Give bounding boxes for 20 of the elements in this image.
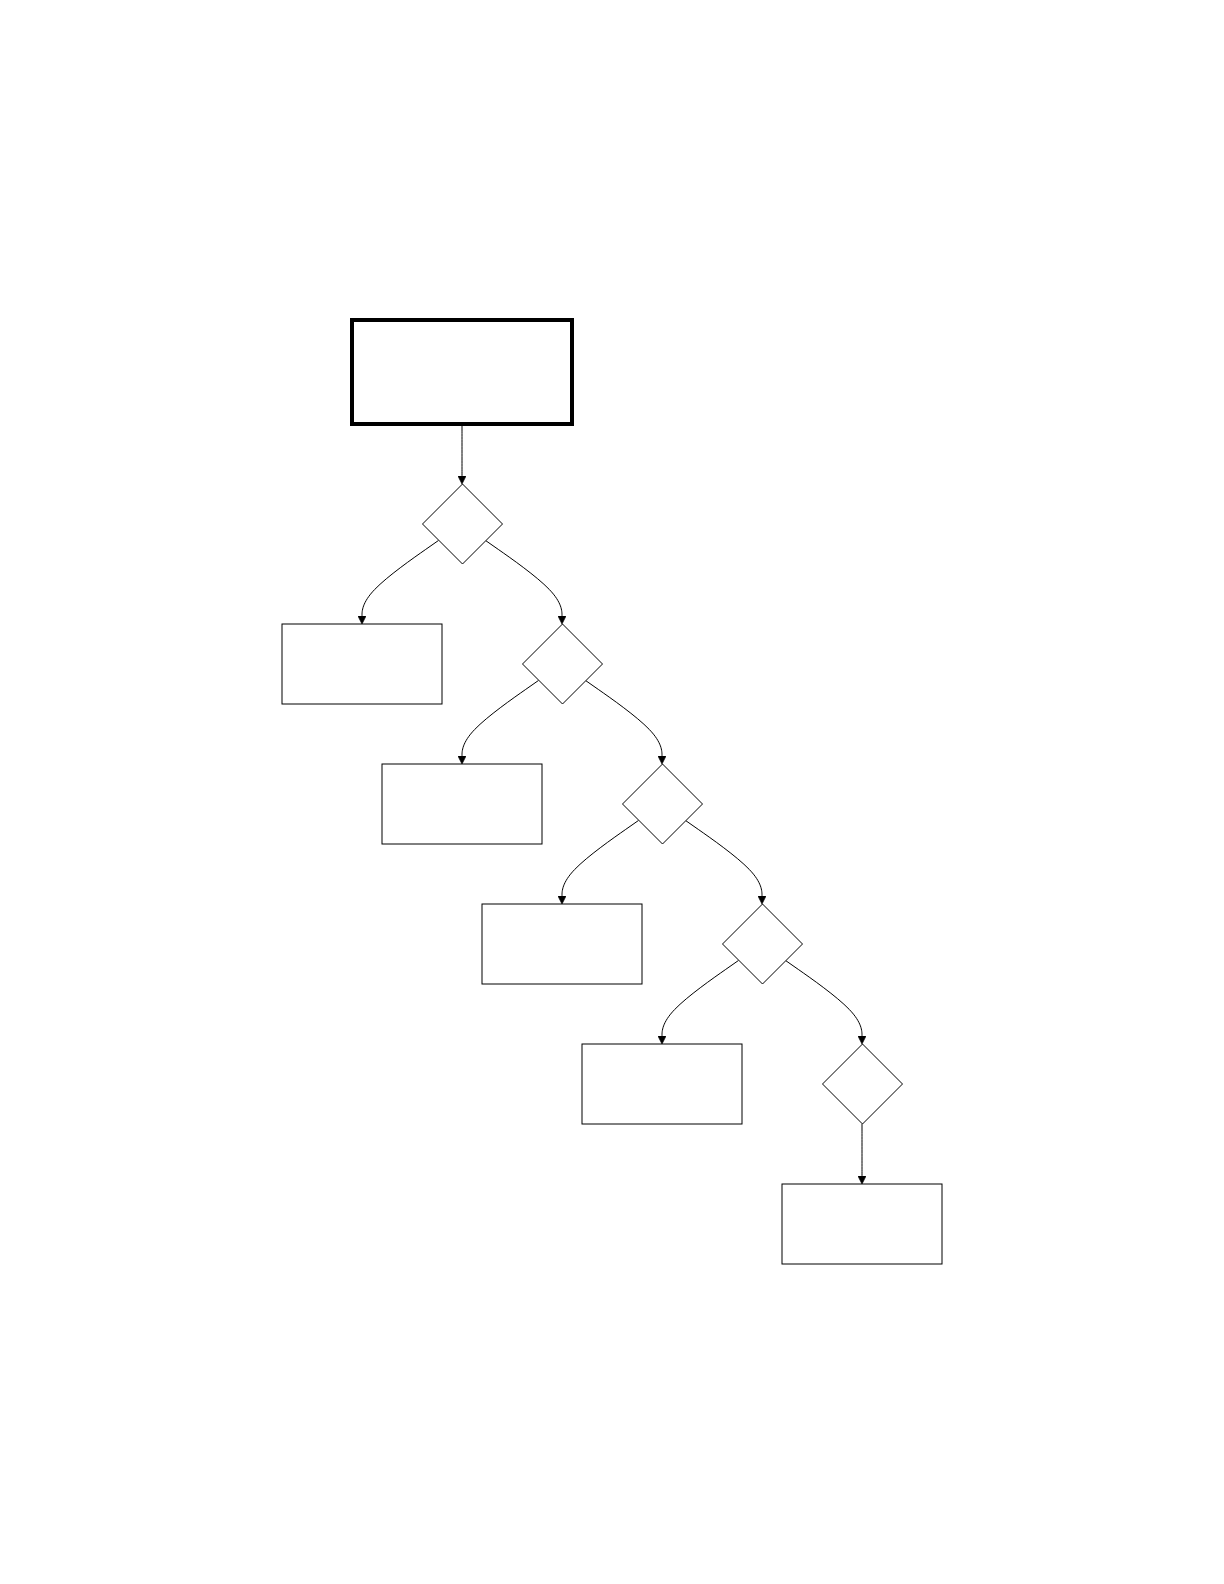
node-box — [381, 763, 543, 845]
node-box — [281, 623, 443, 705]
arrow — [657, 959, 739, 1045]
arrow — [485, 539, 567, 625]
arrow — [585, 679, 667, 765]
node-box — [481, 903, 643, 985]
node-diamond — [622, 763, 703, 845]
arrow — [685, 819, 767, 905]
node-box — [581, 1043, 743, 1125]
arrow — [357, 539, 439, 625]
arrow — [457, 679, 539, 765]
arrow — [785, 959, 867, 1045]
node-box — [350, 318, 574, 426]
node-diamond — [822, 1043, 903, 1125]
arrow — [557, 819, 639, 905]
node-box — [781, 1183, 943, 1265]
node-diamond — [422, 483, 503, 565]
node-diamond — [722, 903, 803, 985]
node-diamond — [522, 623, 603, 705]
arrow — [857, 1123, 867, 1185]
